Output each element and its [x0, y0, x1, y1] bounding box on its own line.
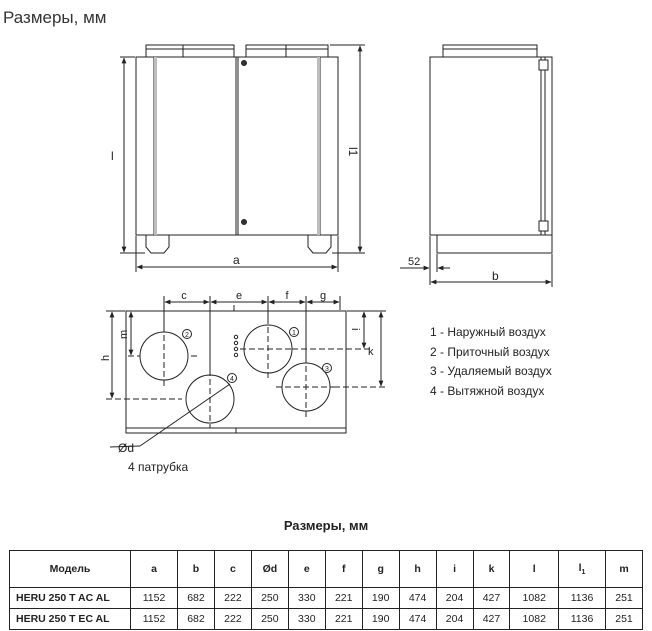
- dim-label-b: b: [492, 269, 499, 283]
- col-header-e: e: [287, 550, 326, 588]
- table-row: HERU 250 T AC AL 1152 682 222 250 330 22…: [9, 587, 643, 609]
- cell: 251: [605, 587, 643, 609]
- cell: 204: [435, 608, 474, 630]
- plan-view: [106, 296, 386, 448]
- page-title: Размеры, мм: [3, 8, 107, 27]
- cell: 190: [361, 608, 400, 630]
- dimensions-table: Модель a b c Ød e f g h i k l l1 m HERU …: [9, 550, 643, 630]
- cell: 250: [250, 608, 289, 630]
- cell: 682: [177, 608, 215, 630]
- dim-label-m: m: [118, 330, 130, 339]
- diameter-label: Ød: [118, 441, 134, 455]
- dim-label-l1: l1: [346, 147, 360, 157]
- col-header-model: Модель: [9, 550, 131, 588]
- cell: 330: [287, 608, 326, 630]
- cell: 251: [605, 608, 643, 630]
- legend-item-2: 2 - Приточный воздух: [430, 344, 550, 359]
- col-header-b: b: [177, 550, 215, 588]
- col-header-l1-base: l: [578, 562, 582, 574]
- dim-label-e: e: [236, 290, 242, 302]
- cell: 221: [324, 608, 363, 630]
- cell: 682: [177, 587, 215, 609]
- cell: 222: [213, 608, 252, 630]
- legend-item-3: 3 - Удаляемый воздух: [430, 364, 552, 378]
- col-header-h: h: [398, 550, 437, 588]
- cell: 330: [287, 587, 326, 609]
- table-row: HERU 250 T EC AL 1152 682 222 250 330 22…: [9, 608, 643, 630]
- cell: 474: [398, 608, 437, 630]
- col-header-k: k: [472, 550, 511, 588]
- col-header-g: g: [361, 550, 400, 588]
- cell: 1136: [557, 587, 607, 609]
- col-header-a: a: [129, 550, 179, 588]
- technical-drawing: l l1 a 52 b: [100, 44, 553, 474]
- col-header-l1: l1: [557, 550, 607, 588]
- dim-label-k: k: [368, 346, 374, 358]
- cell: 250: [250, 587, 289, 609]
- dim-label-f: f: [285, 290, 289, 302]
- cell-model: HERU 250 T AC AL: [9, 587, 131, 609]
- table-header-row: Модель a b c Ød e f g h i k l l1 m: [9, 550, 643, 588]
- table-title: Размеры, мм: [283, 518, 369, 533]
- dim-label-52: 52: [408, 256, 420, 268]
- dim-label-g: g: [320, 290, 326, 302]
- cell: 222: [213, 587, 252, 609]
- cell: 204: [435, 587, 474, 609]
- col-header-f: f: [324, 550, 363, 588]
- dim-label-h: h: [100, 355, 112, 361]
- col-header-c: c: [213, 550, 252, 588]
- cell: 474: [398, 587, 437, 609]
- legend-item-1: 1 - Наружный воздух: [430, 325, 546, 339]
- port-number-2: 2: [185, 332, 189, 339]
- legend-item-4: 4 - Вытяжной воздух: [430, 383, 545, 398]
- cell: 1082: [509, 608, 559, 630]
- col-header-l1-sub: 1: [581, 569, 586, 576]
- connections-note: 4 патрубка: [128, 460, 188, 474]
- col-header-l: l: [509, 550, 559, 588]
- col-header-d: Ød: [250, 550, 289, 588]
- cell-model: HERU 250 T EC AL: [9, 608, 131, 630]
- dim-label-l: l: [111, 149, 114, 163]
- cell: 1082: [509, 587, 559, 609]
- port-number-1: 1: [292, 330, 296, 337]
- cell: 190: [361, 587, 400, 609]
- front-view: [120, 44, 365, 272]
- cell: 1152: [129, 587, 179, 609]
- dim-label-a: a: [233, 253, 240, 267]
- cell: 221: [324, 587, 363, 609]
- cell: 1152: [129, 608, 179, 630]
- port-number-3: 3: [325, 366, 329, 373]
- col-header-m: m: [605, 550, 643, 588]
- dim-label-c: c: [181, 290, 187, 302]
- side-view: [400, 44, 553, 287]
- dim-label-i: i: [349, 328, 361, 330]
- port-legend: 1 - Наружный воздух 2 - Приточный воздух…: [430, 323, 552, 401]
- port-number-4: 4: [230, 376, 234, 383]
- cell: 427: [472, 608, 511, 630]
- col-header-i: i: [435, 550, 474, 588]
- cell: 427: [472, 587, 511, 609]
- cell: 1136: [557, 608, 607, 630]
